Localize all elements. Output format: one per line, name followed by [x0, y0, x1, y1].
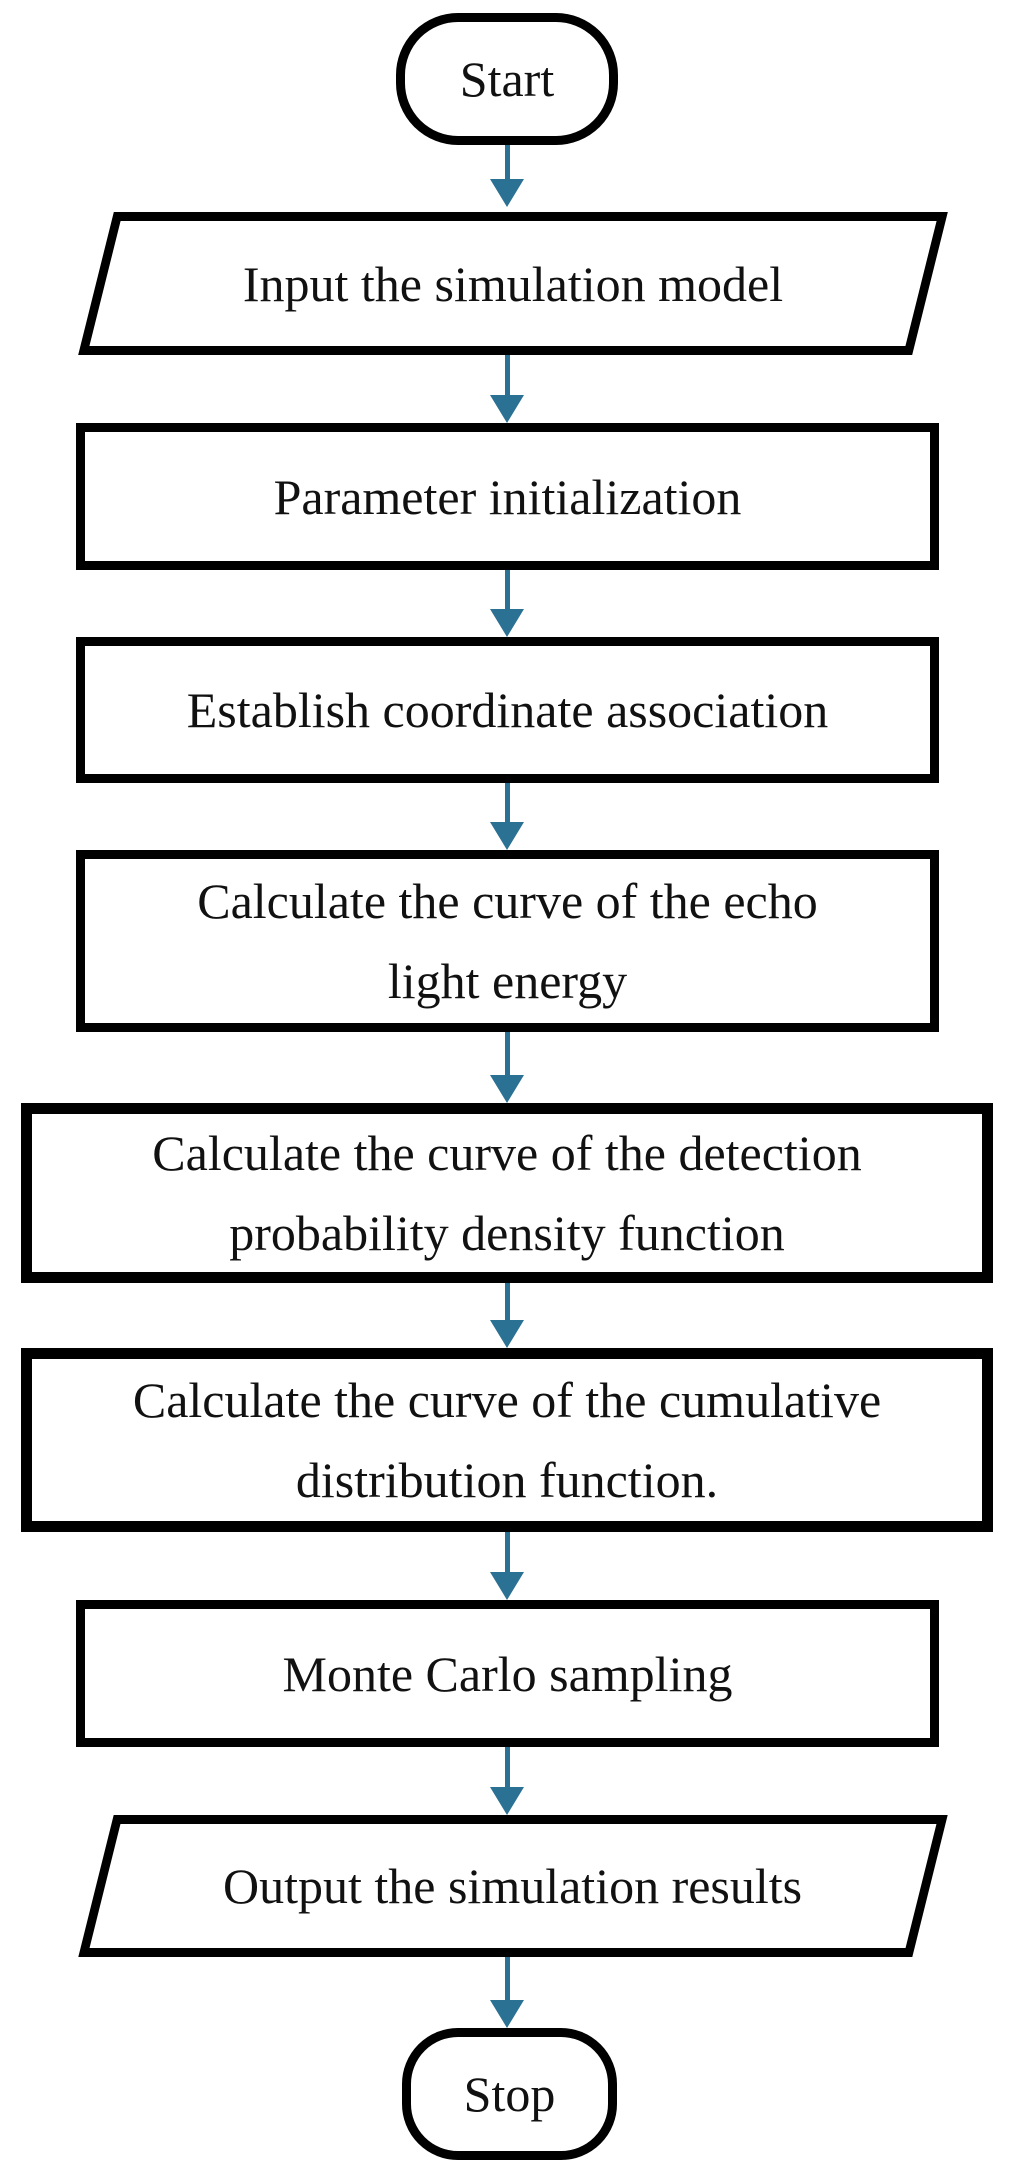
arrow-line [504, 1032, 510, 1079]
arrow-cdf-to-montecarlo [490, 1532, 524, 1600]
input-model-parallelogram: Input the simulation model [78, 212, 948, 355]
param-init-process: Parameter initialization [76, 423, 939, 570]
param-init-label: Parameter initialization [273, 468, 742, 525]
arrow-head-icon [490, 1075, 524, 1103]
arrow-line [504, 1957, 510, 2004]
arrow-start-to-input [490, 145, 524, 207]
arrow-param-to-coord [490, 570, 524, 637]
arrow-head-icon [490, 1572, 524, 1600]
echo-energy-process: Calculate the curve of the echo light en… [76, 850, 939, 1032]
input-model-label: Input the simulation model [242, 255, 784, 312]
arrow-head-icon [490, 1787, 524, 1815]
arrow-line [504, 570, 510, 613]
monte-carlo-label: Monte Carlo sampling [282, 1645, 733, 1702]
arrow-line [504, 1532, 510, 1576]
arrow-line [504, 1283, 510, 1324]
arrow-head-icon [490, 609, 524, 637]
arrow-head-icon [490, 822, 524, 850]
arrow-pdf-to-cdf [490, 1283, 524, 1348]
arrow-head-icon [490, 1320, 524, 1348]
arrow-line [504, 355, 510, 399]
arrow-output-to-stop [490, 1957, 524, 2028]
arrow-coord-to-echo [490, 783, 524, 850]
output-results-parallelogram: Output the simulation results [78, 1815, 948, 1957]
arrow-input-to-param [490, 355, 524, 423]
arrow-line [504, 783, 510, 826]
start-terminator: Start [396, 13, 618, 145]
detection-pdf-label: Calculate the curve of the detection pro… [152, 1125, 862, 1261]
arrow-line [504, 1747, 510, 1791]
cumulative-cdf-label: Calculate the curve of the cumulative di… [132, 1372, 882, 1508]
start-label: Start [459, 51, 555, 107]
coord-assoc-process: Establish coordinate association [76, 637, 939, 783]
output-results-label: Output the simulation results [223, 1858, 803, 1914]
coord-assoc-label: Establish coordinate association [186, 682, 829, 738]
arrow-head-icon [490, 179, 524, 207]
stop-label: Stop [463, 2066, 556, 2122]
monte-carlo-process: Monte Carlo sampling [76, 1600, 939, 1747]
detection-pdf-process: Calculate the curve of the detection pro… [21, 1103, 993, 1283]
arrow-montecarlo-to-output [490, 1747, 524, 1815]
stop-terminator: Stop [402, 2028, 617, 2160]
arrow-line [504, 145, 510, 183]
echo-energy-label: Calculate the curve of the echo light en… [197, 873, 818, 1009]
arrow-head-icon [490, 395, 524, 423]
arrow-echo-to-pdf [490, 1032, 524, 1103]
cumulative-cdf-process: Calculate the curve of the cumulative di… [21, 1348, 993, 1532]
arrow-head-icon [490, 2000, 524, 2028]
